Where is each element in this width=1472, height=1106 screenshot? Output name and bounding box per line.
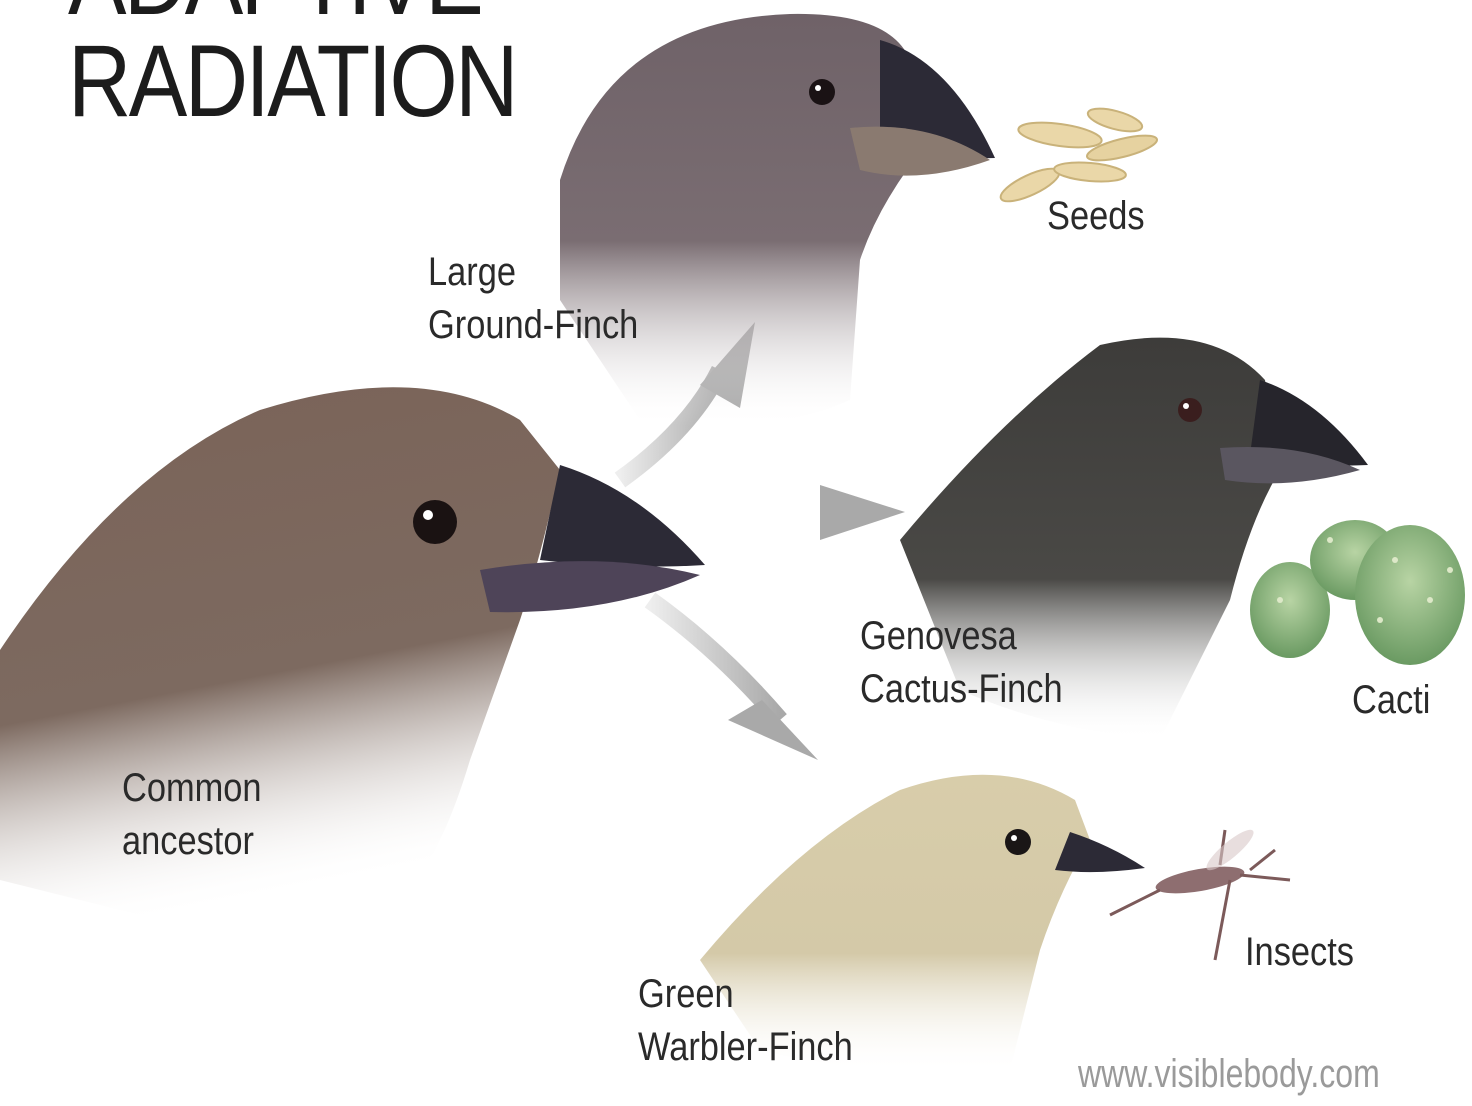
label-green-warbler-finch: Green Warbler-Finch — [638, 968, 853, 1074]
diagram-title-line2: RADIATION — [68, 30, 516, 132]
large-ground-finch — [560, 14, 995, 427]
label-seeds: Seeds — [1047, 190, 1145, 243]
label-common-ancestor: Common ancestor — [122, 762, 262, 868]
arrow-to-warbler-finch — [650, 600, 818, 760]
label-genovesa-cactus-finch: Genovesa Cactus-Finch — [860, 610, 1063, 716]
common-ancestor-finch — [0, 387, 705, 930]
cacti-food — [1250, 520, 1465, 665]
watermark: www.visiblebody.com — [1078, 1052, 1380, 1097]
label-cacti: Cacti — [1352, 674, 1430, 727]
label-large-ground-finch: Large Ground-Finch — [428, 246, 638, 352]
label-insects: Insects — [1245, 926, 1354, 979]
arrow-to-cactus-finch — [660, 485, 905, 540]
